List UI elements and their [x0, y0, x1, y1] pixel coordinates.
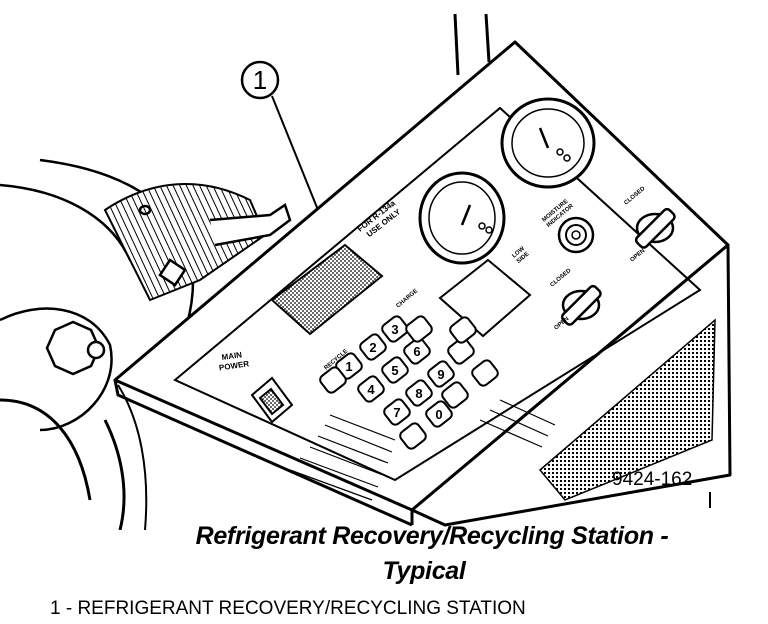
caption-title-line2: Typical [382, 557, 466, 585]
upright-posts [453, 13, 491, 76]
keypad-function-key[interactable] [470, 358, 500, 387]
caption-title-line1: Refrigerant Recovery/Recycling Station - [195, 522, 669, 550]
keypad: 1 23 4 56 789 0 [318, 314, 500, 450]
vehicle-background [0, 158, 292, 530]
main-power-switch[interactable] [250, 376, 294, 424]
keypad-key-label: 1 [345, 359, 352, 374]
keypad-key-label: 9 [437, 367, 444, 382]
figure-id: 9424-162 [612, 469, 693, 490]
keypad-function-key[interactable] [448, 315, 478, 344]
keypad-function-key[interactable] [318, 365, 348, 394]
vent-slots [289, 399, 556, 501]
keypad-key-label: 0 [435, 407, 442, 422]
control-panel-inset [173, 106, 702, 482]
main-power-label: MAIN POWER [217, 349, 250, 372]
lower-valve-knob[interactable] [560, 284, 602, 326]
keypad-key-8[interactable] [404, 378, 434, 407]
keypad-key-label: 5 [391, 363, 398, 378]
keypad-key-3[interactable] [380, 314, 410, 343]
keypad-function-key[interactable] [440, 380, 470, 409]
display-screen [270, 243, 384, 336]
keypad-function-key[interactable] [446, 336, 476, 365]
keypad-key-6[interactable] [402, 336, 432, 365]
keypad-function-key[interactable] [404, 314, 434, 343]
keypad-key-5[interactable] [380, 355, 410, 384]
legend-item-1: 1 - REFRIGERANT RECOVERY/RECYCLING STATI… [50, 598, 526, 619]
callout-1 [240, 60, 319, 211]
moisture-indicator-window [557, 216, 595, 254]
keypad-key-0[interactable] [424, 399, 454, 428]
keypad-key-2[interactable] [358, 332, 388, 361]
upper-valve-knob[interactable] [634, 207, 676, 249]
keypad-key-label: 7 [393, 405, 400, 420]
keypad-function-key[interactable] [398, 421, 428, 450]
keypad-key-9[interactable] [426, 359, 456, 388]
high-side-gauge [500, 97, 596, 189]
keypad-key-label: 8 [415, 386, 422, 401]
callout-number: 1 [252, 65, 268, 95]
keypad-key-label: 4 [367, 382, 375, 397]
low-side-gauge [418, 171, 506, 265]
front-grille [538, 318, 716, 501]
keypad-key-label: 2 [369, 340, 376, 355]
keypad-key-4[interactable] [356, 374, 386, 403]
keypad-key-label: 3 [391, 322, 398, 337]
keypad-key-label: 6 [413, 344, 420, 359]
keypad-key-7[interactable] [382, 397, 412, 426]
